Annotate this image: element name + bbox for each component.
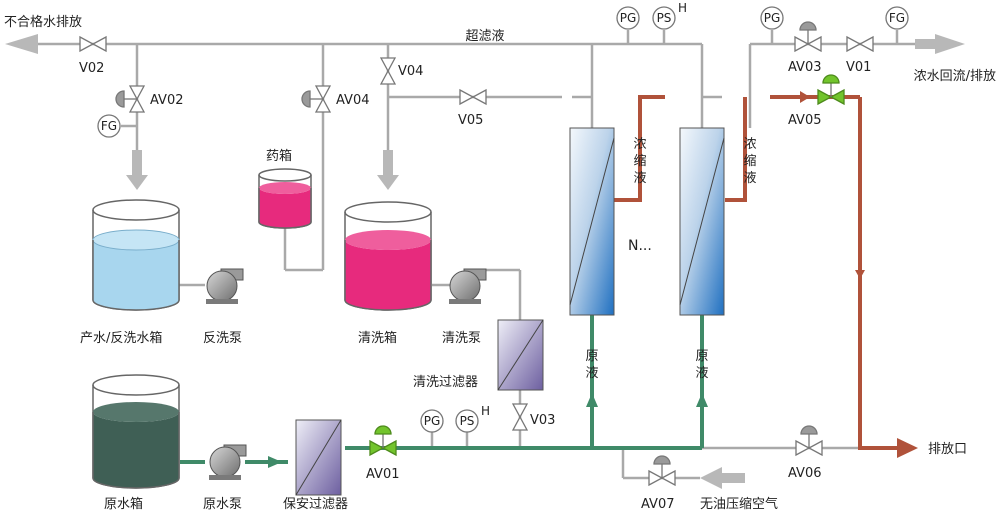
label-concentrate-2: 浓缩液 [743,137,756,186]
label-permeate: 超滤液 [465,29,504,44]
instrument-ps-feed: PS H [455,404,490,433]
svg-text:PG: PG [620,11,637,25]
label-av04: AV04 [336,93,370,108]
cleaning-pump [449,268,487,304]
instrument-pg-right: PG [760,6,784,30]
security-filter [295,419,342,496]
label-av05: AV05 [788,113,822,128]
concentrate-lines [614,95,900,450]
valve-v03[interactable] [511,403,529,431]
svg-text:H: H [481,404,490,418]
svg-text:PS: PS [657,11,672,25]
svg-text:FG: FG [889,11,905,25]
product-backwash-tank [92,199,180,311]
valve-v05[interactable] [459,88,487,106]
valve-av04[interactable] [301,85,332,113]
backwash-pump [206,268,244,304]
label-chem-tank: 药箱 [266,148,292,164]
valve-v04[interactable] [379,57,397,85]
instrument-pg-top: PG [616,6,640,30]
label-cleaning-pump: 清洗泵 [442,331,481,346]
cleaning-tank [344,201,432,311]
label-concentrate-return: 浓水回流/排放 [914,69,996,84]
uf-module-1 [569,127,615,316]
label-concentrate-1: 浓缩液 [633,137,646,186]
instrument-ps-top: PS H [652,1,687,30]
label-v05: V05 [458,113,483,128]
label-backwash-pump: 反洗泵 [203,331,242,346]
instrument-fg-right: FG [885,6,909,30]
label-raw-tank: 原水箱 [104,496,143,512]
instrument-pg-feed: PG [420,409,444,433]
label-non-conforming-discharge: 不合格水排放 [4,14,82,30]
label-av01: AV01 [366,467,400,482]
svg-text:PG: PG [424,414,441,428]
raw-water-tank [92,374,180,489]
label-feed-1: 原液 [585,349,598,381]
label-cleaning-filter: 清洗过滤器 [413,375,478,390]
svg-text:FG: FG [101,119,117,133]
valve-av01[interactable] [369,425,397,457]
valve-av06[interactable] [795,425,823,457]
instrument-fg-left: FG [97,114,121,138]
label-v02: V02 [79,61,104,76]
cleaning-filter [497,319,544,391]
label-v04: V04 [398,64,423,79]
label-av03: AV03 [788,60,822,75]
label-n-modules: N... [628,238,652,254]
svg-text:H: H [678,1,687,15]
valve-v01[interactable] [846,35,874,53]
label-av07: AV07 [641,497,675,512]
valve-av03[interactable] [794,21,822,53]
label-raw-pump: 原水泵 [203,497,242,512]
raw-water-pump [209,444,247,480]
gray-arrows [5,34,965,489]
svg-text:PG: PG [764,11,781,25]
valve-av05[interactable] [817,74,845,106]
label-product-backwash-tank: 产水/反洗水箱 [80,330,162,346]
valve-av02[interactable] [115,85,146,113]
label-security-filter: 保安过滤器 [283,497,348,512]
chemical-tank [258,168,312,229]
label-feed-2: 原液 [695,349,708,381]
label-av02: AV02 [150,93,184,108]
label-drain-outlet: 排放口 [928,442,967,457]
label-av06: AV06 [788,466,822,481]
label-cleaning-tank: 清洗箱 [358,330,397,346]
valve-av07[interactable] [648,455,676,487]
label-v03: V03 [530,413,555,428]
concentrate-arrows [800,91,918,458]
svg-text:PS: PS [460,414,475,428]
feed-arrows [268,393,708,468]
valve-v02[interactable] [79,35,107,53]
labels: 不合格水排放 超滤液 浓水回流/排放 V02 AV02 AV04 V04 V05… [4,14,996,512]
feed-lines [180,315,704,464]
uf-module-2 [679,127,725,316]
label-oil-free-air: 无油压缩空气 [700,496,778,512]
label-v01: V01 [846,60,871,75]
